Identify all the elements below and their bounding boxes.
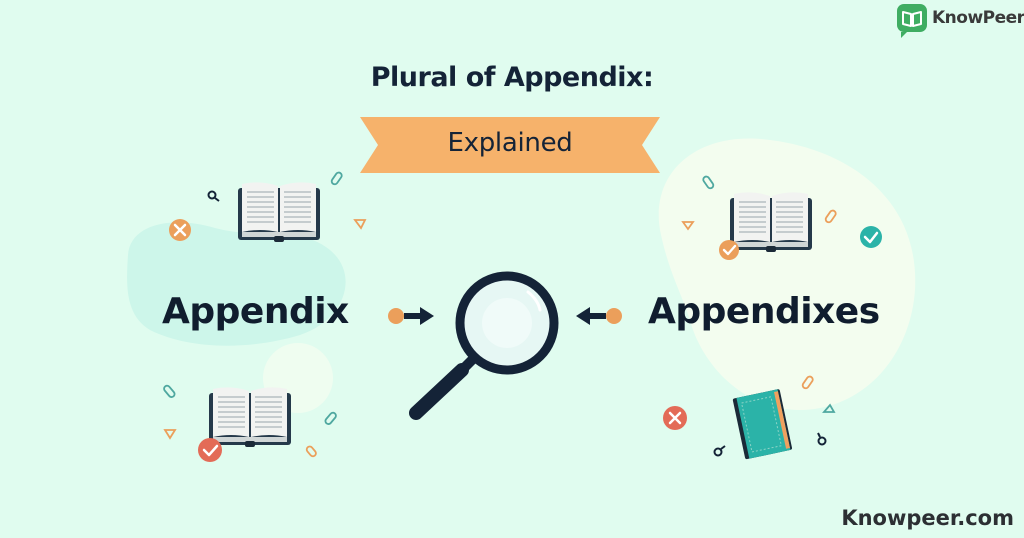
site-url[interactable]: Knowpeer.com — [841, 506, 1014, 530]
magnifying-glass-icon — [409, 271, 559, 420]
arrow-right-icon — [388, 307, 434, 325]
ribbon-label: Explained — [447, 128, 573, 158]
closed-book-icon — [732, 389, 792, 460]
arrow-left-icon — [576, 307, 622, 325]
plural-word: Appendixes — [648, 291, 880, 332]
open-book-icon — [238, 182, 320, 242]
ribbon-banner — [360, 117, 660, 173]
open-book-icon — [209, 387, 291, 447]
singular-word: Appendix — [162, 291, 349, 332]
right-blob — [658, 138, 916, 410]
knowpeer-logo[interactable]: KnowPeer — [897, 4, 1024, 38]
open-book-icon — [730, 192, 812, 252]
open-book-chat-bubble-icon — [897, 4, 927, 38]
page-title: Plural of Appendix: — [370, 62, 654, 93]
left-blob — [127, 222, 346, 346]
logo-text: KnowPeer — [932, 8, 1024, 28]
